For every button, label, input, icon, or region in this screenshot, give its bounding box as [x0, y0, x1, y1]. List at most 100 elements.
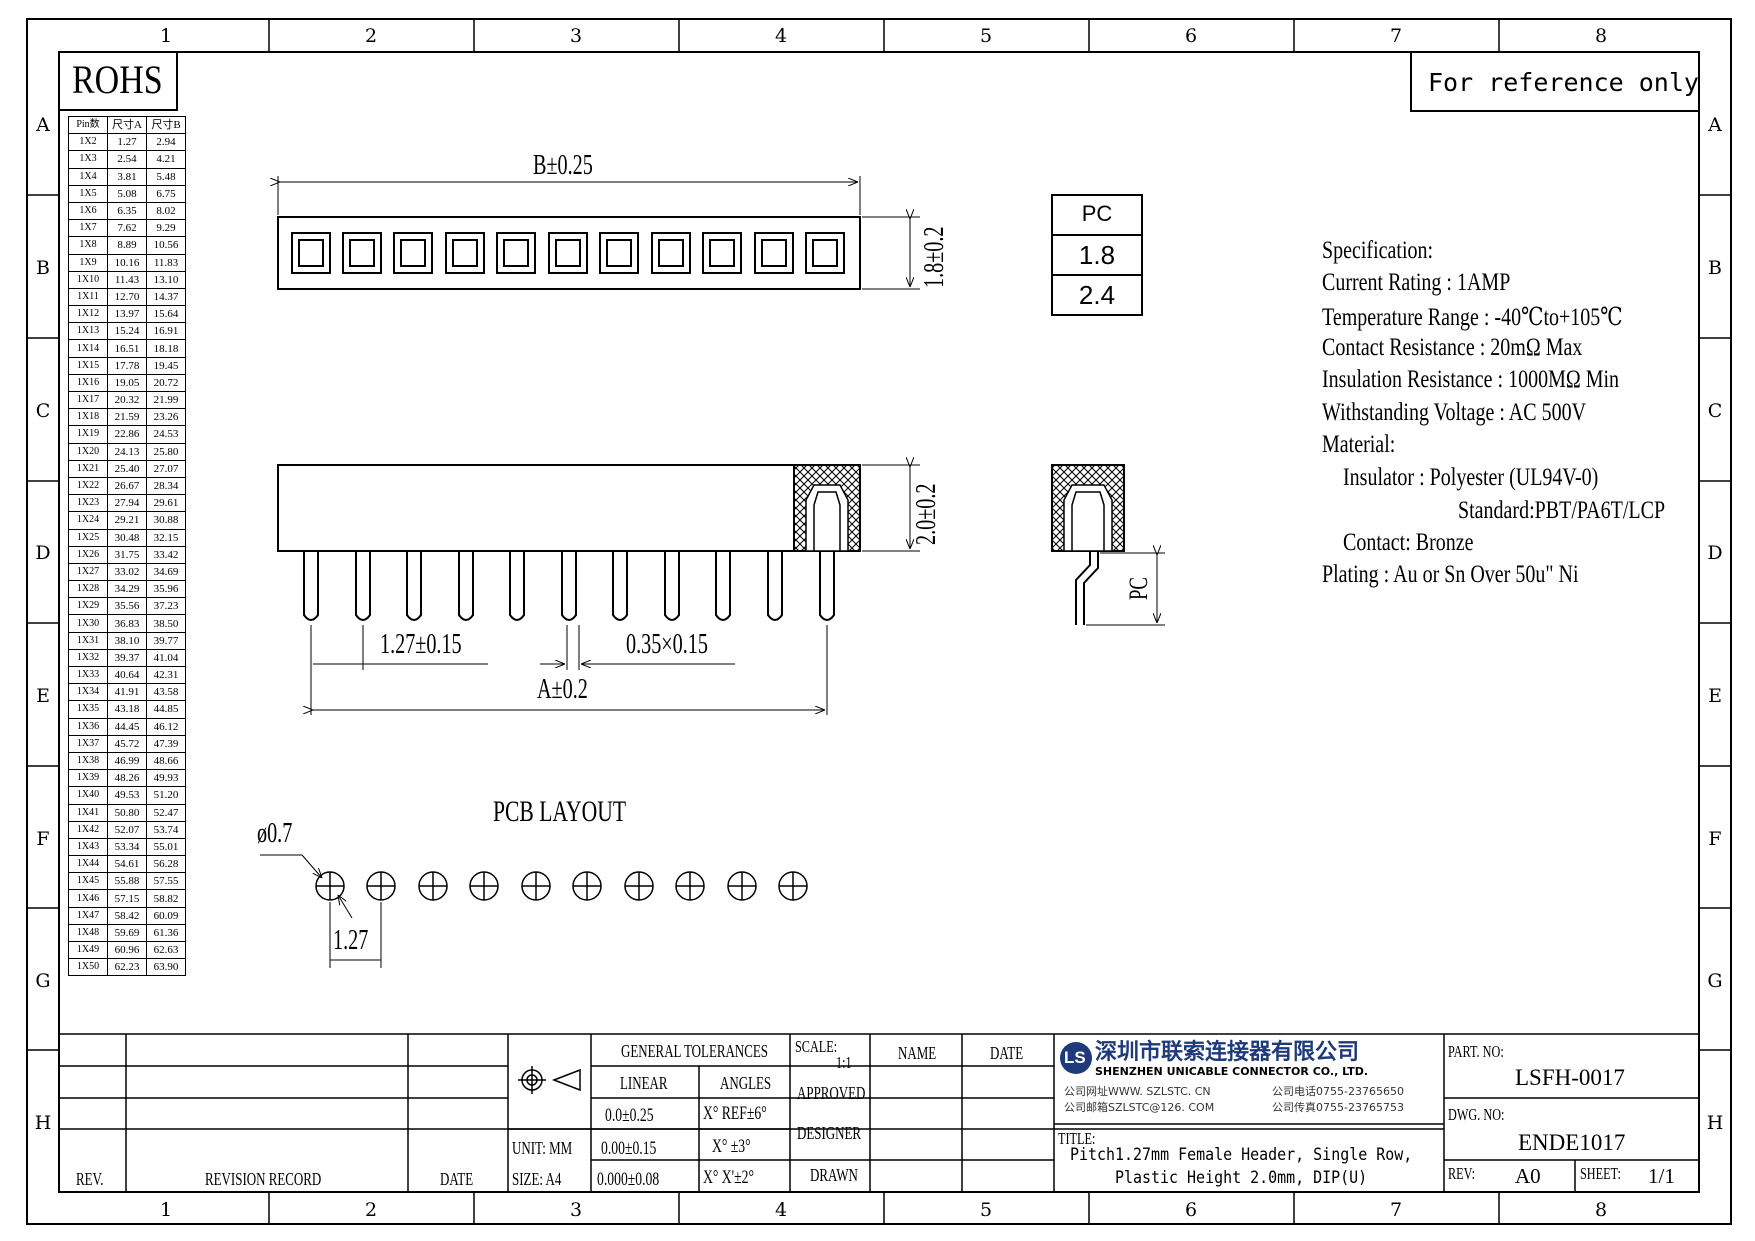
pin-table-cell: 7.62 — [107, 219, 147, 238]
pin-table-cell: 30.48 — [107, 528, 147, 547]
zone-row-g-left: G — [35, 970, 51, 992]
rohs-label: ROHS — [72, 57, 163, 102]
tb-linear: LINEAR — [620, 1073, 668, 1093]
zone-row-d-right: D — [1707, 542, 1723, 564]
pin-table-cell: 9.29 — [146, 219, 186, 238]
pin-table-cell: 15.64 — [146, 305, 186, 324]
pin-table-cell: 27.07 — [146, 459, 186, 478]
pin-table-cell: 1X43 — [68, 837, 108, 857]
pin-table-cell: 15.24 — [107, 322, 147, 341]
pin-table-cell: 6.35 — [107, 201, 147, 221]
pin-table-cell: 46.12 — [146, 717, 186, 736]
tb-size: SIZE: A4 — [512, 1169, 562, 1189]
pin-table-cell: 1X30 — [68, 614, 108, 633]
dim-b-label: B±0.25 — [533, 150, 593, 181]
pin-table-cell: 1X7 — [68, 219, 108, 238]
zone-col-6-top: 6 — [1184, 25, 1198, 47]
pc-table-value-2: 2.4 — [1078, 280, 1116, 310]
zone-row-c-left: C — [35, 400, 51, 422]
pin-table-cell: 1X37 — [68, 734, 108, 753]
pin-table-cell: 43.18 — [107, 700, 147, 719]
tb-scale: SCALE: — [795, 1037, 838, 1056]
pin-table-cell: 60.96 — [107, 940, 147, 960]
pin-table-cell: 58.82 — [146, 889, 186, 908]
outer-frame — [26, 18, 1732, 1225]
tb-angles-1: X° REF±6° — [703, 1103, 767, 1124]
pin-table-cell: 1X31 — [68, 631, 108, 650]
pin-table-cell: 3.81 — [107, 167, 147, 186]
pin-table-cell: 24.13 — [107, 442, 147, 461]
pin-table-cell: 50.80 — [107, 803, 147, 822]
pin-table-header-cell: Pin数 — [68, 115, 108, 135]
dim-height-side — [862, 465, 920, 552]
pin-table-header-cell: 尺寸B — [146, 115, 186, 135]
pin-table-cell: 26.67 — [107, 476, 147, 496]
zone-row-a-right: A — [1708, 114, 1722, 136]
dim-hole — [260, 854, 382, 968]
pin-table-cell: 1X41 — [68, 803, 108, 822]
dim-b — [278, 176, 861, 215]
pin-table-header-cell: 尺寸A — [107, 115, 147, 135]
pin-table-cell: 1X17 — [68, 390, 108, 410]
pin-table-cell: 62.63 — [146, 940, 186, 960]
pin-table-cell: 1X14 — [68, 339, 108, 358]
spec-voltage: Withstanding Voltage : AC 500V — [1322, 399, 1587, 426]
zone-col-5-top: 5 — [979, 25, 993, 47]
zone-col-4-bottom: 4 — [774, 1199, 788, 1221]
reference-note: For reference only — [1428, 68, 1699, 97]
pin-table-cell: 23.26 — [146, 408, 186, 427]
pin-table-cell: 46.99 — [107, 751, 147, 771]
pin-table-cell: 19.05 — [107, 373, 147, 393]
tb-unit: UNIT: MM — [512, 1138, 573, 1158]
zone-col-2-bottom: 2 — [364, 1199, 378, 1221]
pin-table-cell: 17.78 — [107, 356, 147, 375]
tb-part-no: LSFH-0017 — [1515, 1065, 1625, 1090]
spec-insulation: Insulation Resistance : 1000MΩ Min — [1322, 366, 1620, 393]
pin-table-cell: 27.94 — [107, 494, 147, 513]
pin-table-cell: 51.20 — [146, 786, 186, 805]
dim-a-label: A±0.2 — [537, 674, 588, 705]
pin-table-cell: 62.23 — [107, 958, 147, 977]
pin-table-cell: 38.10 — [107, 631, 147, 650]
zone-row-h-left: H — [34, 1112, 52, 1134]
zone-col-5-bottom: 5 — [979, 1199, 993, 1221]
dim-pc-label: PC — [1124, 577, 1153, 600]
tb-linear-3: 0.000±0.08 — [597, 1169, 660, 1190]
zone-row-f-right: F — [1708, 828, 1722, 850]
inner-frame — [58, 51, 1700, 1193]
pin-table-cell: 53.74 — [146, 820, 186, 839]
zone-row-e-left: E — [36, 685, 50, 707]
pin-table-cell: 29.21 — [107, 511, 147, 530]
zone-col-8-bottom: 8 — [1594, 1199, 1608, 1221]
pin-table-cell: 56.28 — [146, 855, 186, 874]
tb-revision-record: REVISION RECORD — [205, 1169, 322, 1189]
top-view-body — [277, 216, 861, 290]
pin-table-cell: 16.91 — [146, 322, 186, 341]
pin-table-cell: 1X27 — [68, 562, 108, 582]
dim-hole-label: ø0.7 — [257, 818, 293, 849]
rohs-box — [58, 51, 178, 111]
zone-row-d-left: D — [35, 542, 51, 564]
dim-pitch-label: 1.27±0.15 — [380, 629, 462, 660]
zone-row-b-left: B — [36, 257, 50, 279]
tb-dwg-no: ENDE1017 — [1518, 1130, 1626, 1155]
pin-table-cell: 55.88 — [107, 872, 147, 891]
pin-table-cell: 1X36 — [68, 717, 108, 736]
pin-table-cell: 40.64 — [107, 665, 147, 685]
